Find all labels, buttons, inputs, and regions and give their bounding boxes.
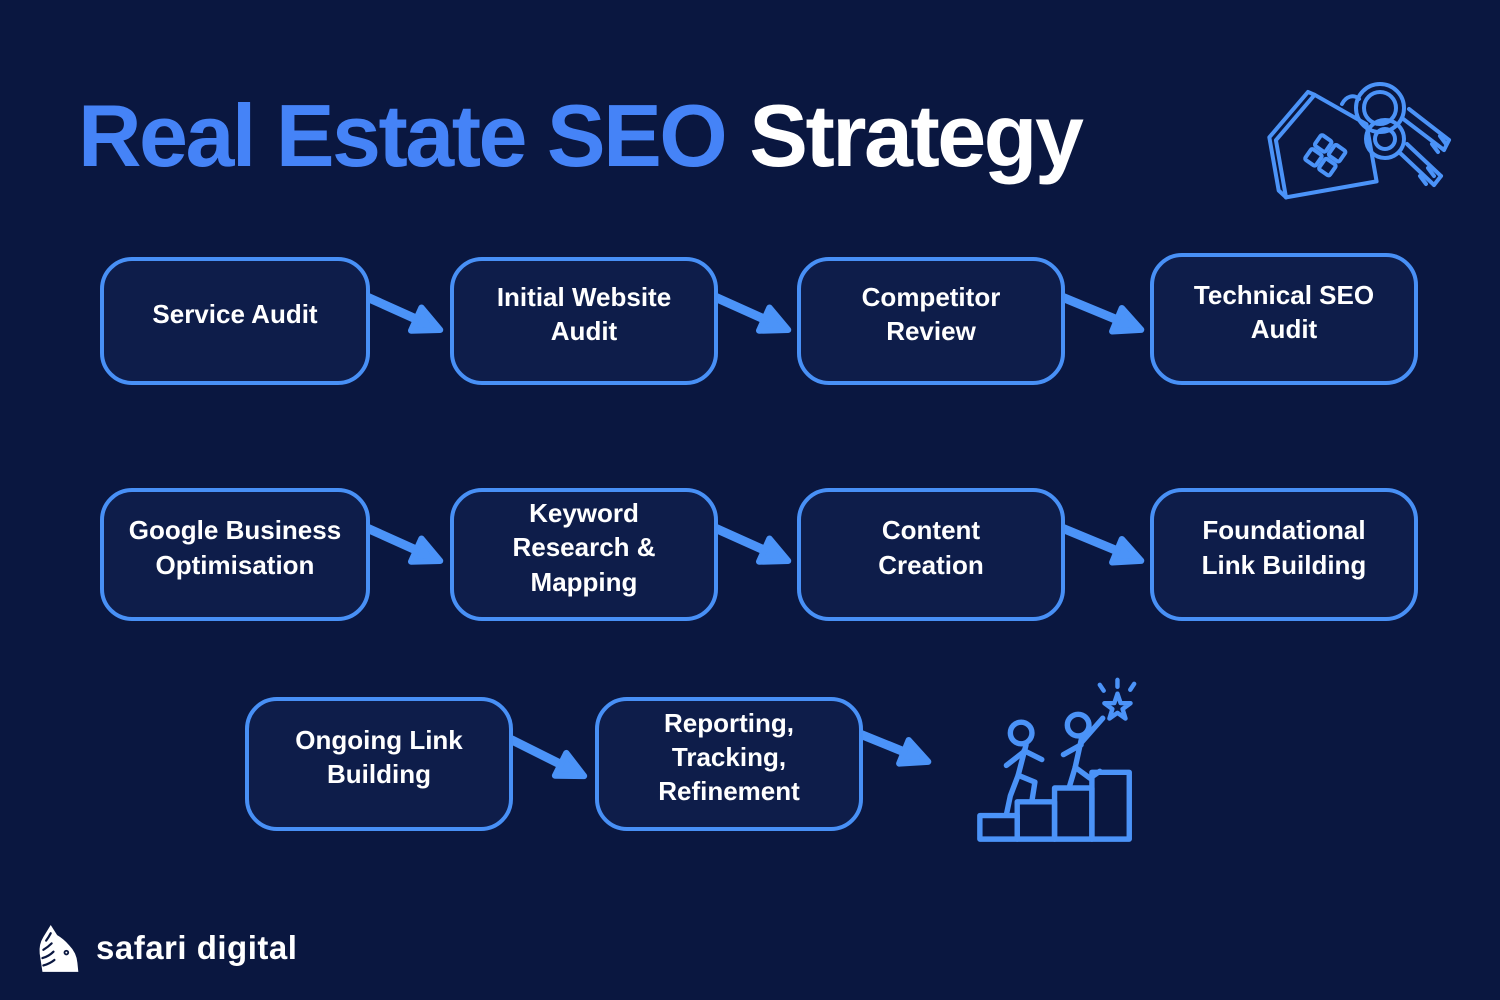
step-box-initial-website-audit: Initial Website Audit: [450, 257, 718, 385]
page-title: Real Estate SEO Strategy: [78, 86, 1084, 185]
title-rest: Strategy: [749, 86, 1084, 185]
flow-arrow: [1057, 523, 1145, 566]
step-box-foundational-link-building: Foundational Link Building: [1150, 488, 1418, 621]
step-box-reporting-tracking-refinement: Reporting, Tracking, Refinement: [595, 697, 863, 831]
winning-figure: [1060, 711, 1106, 790]
step-box-ongoing-link-building: Ongoing Link Building: [245, 697, 513, 831]
step-label: Keyword Research & Mapping: [512, 498, 656, 597]
key-back: [1400, 107, 1451, 154]
house-keychain-icon: [1267, 82, 1451, 200]
keyring-inner: [1362, 90, 1398, 126]
step-label: Reporting, Tracking, Refinement: [658, 707, 800, 807]
flow-arrow: [507, 735, 588, 780]
step-label: Technical SEO Audit: [1193, 279, 1375, 344]
title-highlight: Real Estate SEO: [78, 86, 728, 185]
step-box-service-audit: Service Audit: [100, 257, 370, 385]
stair-step: [1051, 785, 1095, 842]
step-label: Foundational Link Building: [1201, 515, 1367, 580]
safari-digital-logo: safari digital: [36, 922, 297, 974]
flow-arrow: [855, 729, 932, 767]
step-box-google-business-optimisation: Google Business Optimisation: [100, 488, 370, 621]
flow-arrow: [362, 523, 444, 565]
stair-step: [1089, 769, 1132, 842]
step-label: Initial Website Audit: [496, 281, 672, 346]
step-label: Service Audit: [152, 298, 318, 329]
flow-arrow: [710, 523, 792, 565]
step-label: Ongoing Link Building: [295, 724, 463, 789]
stair-step: [977, 812, 1020, 842]
step-box-competitor-review: Competitor Review: [797, 257, 1065, 385]
step-box-technical-seo-audit: Technical SEO Audit: [1150, 253, 1418, 385]
step-label: Competitor Review: [861, 281, 1001, 346]
zebra-icon: [39, 925, 79, 972]
climbing-figure: [1003, 719, 1045, 818]
step-label: Content Creation: [878, 515, 984, 580]
flow-arrow: [1057, 292, 1145, 335]
step-box-keyword-research-mapping: Keyword Research & Mapping: [450, 488, 718, 621]
flow-arrow: [362, 292, 444, 334]
flow-arrow: [710, 292, 792, 334]
success-stairs-icon: [977, 677, 1137, 842]
star-icon: [1097, 677, 1137, 721]
stair-step: [1014, 799, 1058, 842]
step-label: Google Business Optimisation: [128, 515, 342, 580]
logo-text: safari digital: [96, 929, 298, 966]
step-box-content-creation: Content Creation: [797, 488, 1065, 621]
key-front: [1364, 118, 1443, 187]
